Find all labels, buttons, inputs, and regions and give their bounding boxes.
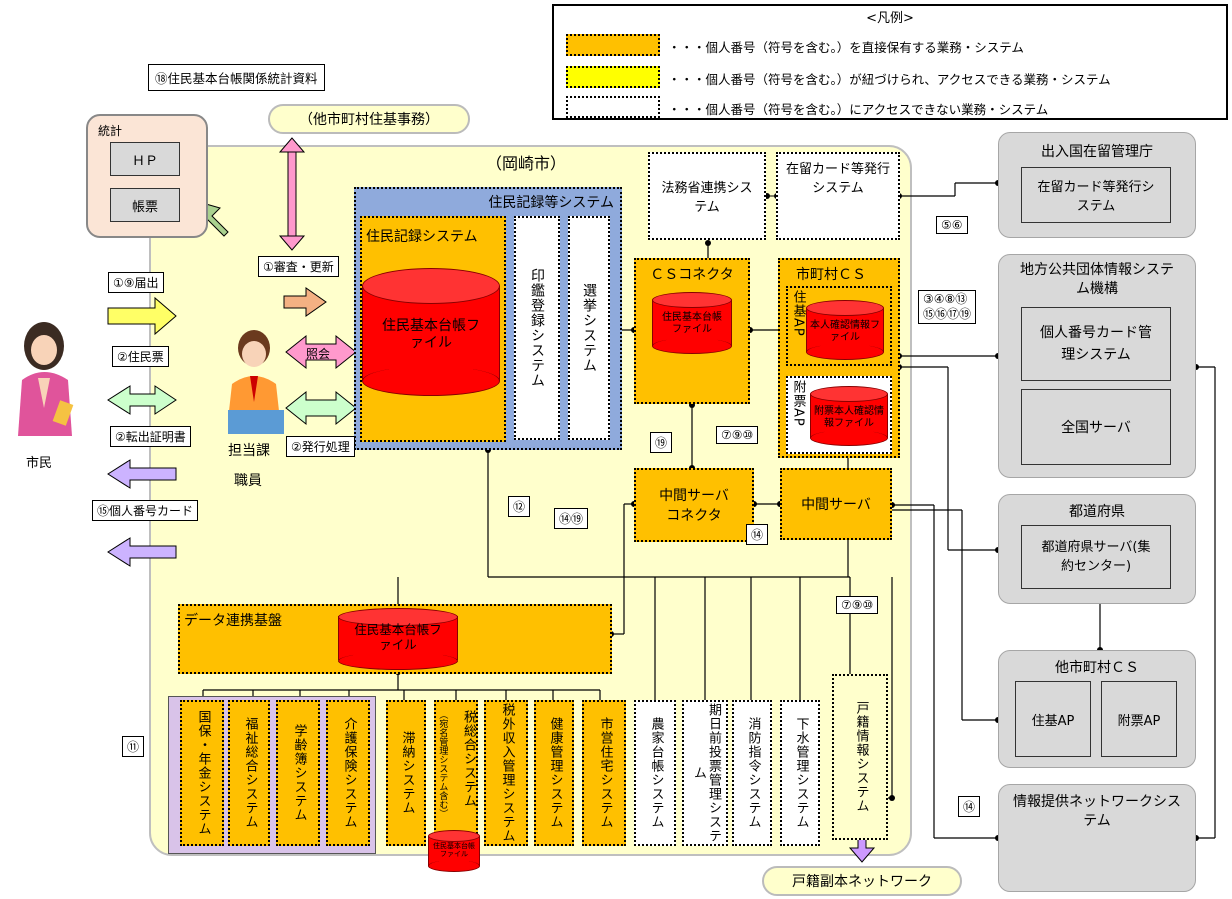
info-network-system: 情報提供ネットワークシステム: [998, 784, 1196, 892]
middle-server: 中間サーバ: [780, 468, 892, 540]
callout-19: ⑲: [650, 432, 672, 453]
prefecture: 都道府県 都道府県サーバ(集約センター): [998, 494, 1196, 604]
system-welfare: 福祉総合システム: [228, 700, 270, 846]
staff-label-2: 職員: [234, 470, 262, 490]
koseki-network-pill: 戸籍副本ネットワーク: [762, 866, 962, 896]
cs-db-cylinder: 住民基本台帳ファイル: [652, 292, 732, 354]
legend-swatch-white: [566, 96, 660, 118]
juki-ap-label: 住基AP: [788, 290, 806, 337]
prefecture-server: 都道府県サーバ(集約センター): [1021, 525, 1171, 589]
resident-db-cylinder: 住民基本台帳ファイル: [362, 268, 500, 398]
stats-box: 統計 ＨＰ 帳票: [86, 114, 208, 238]
system-kokuho: 国保・年金システム: [180, 700, 224, 846]
system-sewer: 下水管理システム: [780, 700, 820, 846]
city-cs-title: 市町村ＣＳ: [796, 264, 866, 284]
fuhyo-db-cylinder: 附票本人確認情報ファイル: [810, 386, 888, 446]
id-db-label: 本人確認情報ファイル: [806, 320, 884, 344]
callout-14-b: ⑭: [958, 796, 980, 817]
info-network-title: 情報提供ネットワークシステム: [999, 793, 1195, 831]
other-city-cs: 他市町村ＣＳ 住基AP 附票AP: [998, 650, 1196, 768]
resident-record-title: 住民記録システム: [366, 226, 478, 246]
legend-swatch-orange: [566, 34, 660, 56]
callout-cs-nums-1: ③④⑧⑬: [923, 292, 971, 307]
stats-doc-callout: ⑱住民基本台帳関係統計資料: [148, 64, 325, 91]
callout-mynumber-card: ⑮個人番号カード: [92, 500, 198, 521]
callout-transfer-cert: ②転出証明書: [110, 426, 191, 447]
legend-swatch-yellow: [566, 66, 660, 88]
callout-residence-cert: ②住民票: [112, 346, 169, 367]
election-system: 選挙システム: [568, 216, 610, 440]
staff-label-1: 担当課: [228, 440, 270, 460]
system-health: 健康管理システム: [534, 700, 574, 846]
system-delinquency: 滞納システム: [386, 700, 426, 846]
immigration-title: 出入国在留管理庁: [999, 141, 1195, 161]
hp-box: ＨＰ: [110, 142, 180, 176]
legend-box: <凡例> ・・・個人番号（符号を含む。）を直接保有する業務・システム ・・・個人…: [552, 4, 1228, 120]
system-farm: 農家台帳システム: [634, 700, 676, 846]
national-server: 全国サーバ: [1021, 389, 1171, 465]
legend-text-2: ・・・個人番号（符号を含む。）が紐づけられ、アクセスできる業務・システム: [668, 69, 1111, 88]
data-link-db-cylinder: 住民基本台帳ファイル: [338, 608, 458, 670]
fuhyo-ap-label: 附票AP: [788, 380, 806, 427]
citizen-icon: [16, 318, 76, 438]
fuhyo-db-label: 附票本人確認情報ファイル: [810, 406, 888, 430]
callout-cs-nums: ③④⑧⑬ ⑮⑯⑰⑲: [918, 290, 976, 324]
middle-server-connector: 中間サーバコネクタ: [634, 468, 754, 542]
justice-system: 法務省連携システム: [648, 152, 766, 240]
arrow-label-inquiry: 照会: [306, 345, 330, 362]
system-nontax: 税外収入管理システム: [484, 700, 528, 846]
staff-icon: [224, 324, 288, 436]
id-db-cylinder: 本人確認情報ファイル: [806, 300, 884, 360]
cs-db-label: 住民基本台帳ファイル: [652, 312, 732, 336]
system-koseki: 戸籍情報システム: [832, 674, 888, 840]
other-city-pill: （他市町村住基事務）: [268, 104, 470, 134]
callout-cs-nums-2: ⑮⑯⑰⑲: [923, 307, 971, 322]
jlis-org: 地方公共団体情報システム機構 個人番号カード管理システム 全国サーバ: [998, 254, 1196, 478]
city-title: （岡崎市）: [486, 150, 566, 174]
immigration-zairyu-system: 在留カード等発行システム: [1021, 167, 1171, 223]
system-housing: 市営住宅システム: [582, 700, 626, 846]
callout-1419: ⑭⑲: [554, 508, 588, 529]
system-fire: 消防指令システム: [732, 700, 772, 846]
callout-14-a: ⑭: [746, 524, 768, 545]
callout-11: ⑪: [122, 736, 144, 757]
other-city-cs-title: 他市町村ＣＳ: [999, 657, 1195, 677]
system-tax-label: 税総合システム: [460, 704, 475, 814]
callout-notify: ①⑨届出: [108, 272, 164, 293]
other-fuhyo-ap: 附票AP: [1101, 681, 1177, 757]
mynumber-card-system: 個人番号カード管理システム: [1021, 307, 1171, 381]
callout-issue: ②発行処理: [286, 436, 355, 457]
system-tax: 税総合システム （宛名管理システム含む）: [434, 700, 478, 846]
callout-review: ①審査・更新: [258, 256, 339, 277]
legend-title: <凡例>: [554, 7, 1226, 26]
callout-12: ⑫: [508, 496, 530, 517]
callout-7910-b: ⑦⑨⑩: [836, 596, 878, 614]
other-juki-ap: 住基AP: [1015, 681, 1091, 757]
system-tax-sub: （宛名管理システム含む）: [437, 704, 447, 824]
callout-7910-a: ⑦⑨⑩: [716, 426, 758, 444]
system-school: 学齢簿システム: [276, 700, 320, 846]
tax-db-label: 住民基本台帳ファイル: [428, 842, 480, 859]
citizen-label: 市民: [26, 452, 52, 471]
legend-text-3: ・・・個人番号（符号を含む。）にアクセスできない業務・システム: [668, 99, 1048, 118]
residents-system-title: 住民記録等システム: [488, 192, 614, 212]
system-care: 介護保険システム: [326, 700, 370, 846]
resident-db-label: 住民基本台帳ファイル: [362, 318, 500, 352]
legend-text-1: ・・・個人番号（符号を含む。）を直接保有する業務・システム: [668, 37, 1024, 56]
prefecture-title: 都道府県: [999, 501, 1195, 521]
stats-label: 統計: [98, 122, 122, 139]
data-link-title: データ連携基盤: [184, 610, 282, 630]
jlis-title: 地方公共団体情報システム機構: [999, 261, 1195, 299]
immigration-agency: 出入国在留管理庁 在留カード等発行システム: [998, 132, 1196, 238]
tax-db-cylinder: 住民基本台帳ファイル: [428, 830, 480, 874]
data-link-db-label: 住民基本台帳ファイル: [338, 622, 458, 652]
seal-system: 印鑑登録システム: [514, 216, 560, 440]
callout-56: ⑤⑥: [936, 216, 968, 234]
system-early-vote: 期日前投票管理システム: [682, 700, 728, 846]
zairyu-system: 在留カード等発行システム: [776, 152, 900, 240]
cs-connector-title: ＣＳコネクタ: [636, 264, 748, 284]
forms-box: 帳票: [110, 188, 180, 222]
